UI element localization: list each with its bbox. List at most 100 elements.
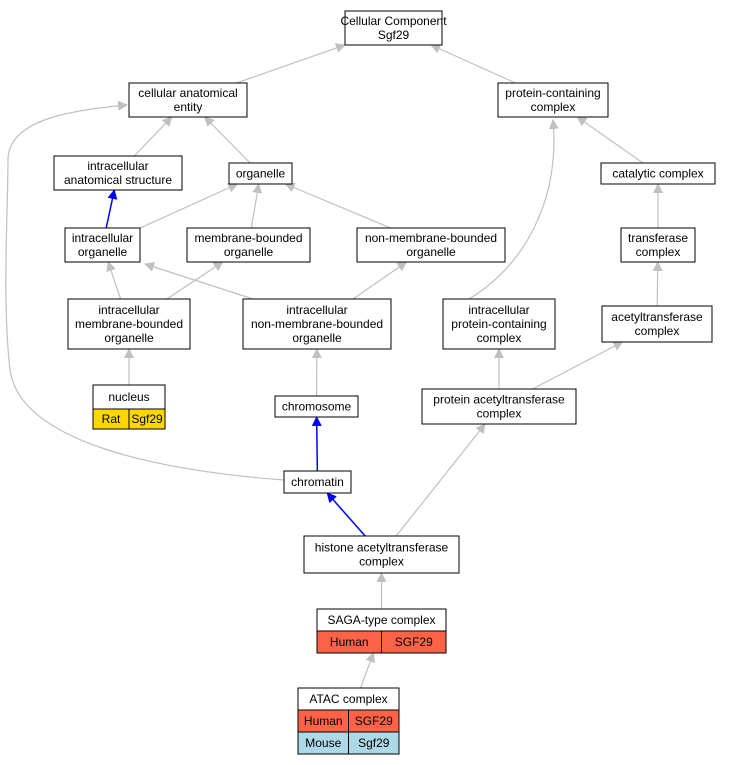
node-chrs[interactable]: chromosome (274, 395, 359, 418)
annotation-species: Rat (102, 412, 121, 426)
edge-ias-to-cae (133, 116, 173, 157)
node-label: histone acetyltransferase (315, 541, 449, 555)
node-label: cellular anatomical (138, 86, 237, 100)
edge-inmbo-to-nmbo (352, 261, 408, 300)
node-box (356, 227, 506, 263)
edge-chrt-to-chrs (311, 416, 322, 472)
node-label: organelle (406, 245, 456, 259)
annotation-gene: SGF29 (355, 714, 393, 728)
node-cat[interactable]: catalytic complex (600, 162, 716, 185)
annotation-gene: SGF29 (395, 635, 433, 649)
node-label: intracellular (468, 303, 529, 317)
node-label: non-membrane-bounded (365, 231, 497, 245)
node-box (442, 298, 556, 350)
node-box (283, 470, 352, 494)
node-label: protein-containing (505, 86, 600, 100)
node-inmbo[interactable]: intracellularnon-membrane-boundedorganel… (242, 298, 392, 350)
node-label: entity (174, 100, 203, 114)
node-label: transferase (628, 231, 688, 245)
node-label: organelle (78, 245, 128, 259)
node-box (303, 535, 460, 574)
node-label: complex (635, 324, 680, 338)
edge-inmbo-to-io (144, 262, 254, 300)
annotation-gene-cell (128, 408, 166, 430)
node-label: organelle (236, 167, 286, 181)
node-label: intracellular (286, 303, 347, 317)
node-chrt[interactable]: chromatin (283, 470, 352, 494)
edge-atac-to-saga (360, 652, 376, 689)
node-label: intracellular (72, 231, 133, 245)
edge-atc-to-tc (652, 261, 663, 307)
node-box (600, 162, 716, 185)
node-box (344, 10, 443, 46)
node-label: SAGA-type complex (327, 613, 435, 627)
node-box (497, 82, 609, 118)
edge-io-to-ias (105, 189, 118, 229)
edge-ipcc-to-pcc (468, 119, 559, 300)
annotation-species: Mouse (305, 736, 341, 750)
annotation-gene: Sgf29 (131, 412, 163, 426)
node-box (242, 298, 392, 350)
node-label: protein-containing (451, 317, 546, 331)
node-label: nucleus (108, 390, 149, 404)
node-label: complex (636, 245, 681, 259)
node-label: membrane-bounded (75, 317, 183, 331)
node-label: Cellular Component (340, 14, 447, 28)
node-label: ATAC complex (309, 692, 387, 706)
node-label: non-membrane-bounded (251, 317, 383, 331)
node-label: membrane-bounded (194, 231, 302, 245)
edge-mbo-to-org (250, 183, 263, 229)
node-label: catalytic complex (612, 167, 703, 181)
node-label: organelle (224, 245, 274, 259)
node-label: complex (531, 100, 576, 114)
annotation-gene-cell (348, 731, 400, 755)
annotation-gene-cell (381, 630, 447, 654)
node-label: acetyltransferase (611, 310, 703, 324)
node-label: chromosome (282, 400, 352, 414)
edge-hatc-to-chrt (326, 492, 366, 537)
node-box (274, 395, 359, 418)
node-label: Sgf29 (378, 28, 410, 42)
node-label: intracellular (87, 159, 148, 173)
node-label: complex (359, 555, 404, 569)
edge-io-to-org (139, 183, 239, 229)
node-box (128, 82, 248, 118)
node-label: complex (477, 331, 522, 345)
node-box (620, 227, 696, 263)
edge-chrt-to-cae (5, 100, 285, 481)
node-label: intracellular (98, 303, 159, 317)
node-label: organelle (104, 331, 154, 345)
node-label: protein acetyltransferase (433, 393, 565, 407)
node-box (601, 305, 713, 343)
node-label: complex (477, 407, 522, 421)
node-box (228, 162, 293, 185)
edge-org-to-cae (204, 116, 251, 164)
edge-cat-to-pcc (576, 116, 644, 164)
edge-cae-to-cc (236, 43, 346, 84)
node-org[interactable]: organelle (228, 162, 293, 185)
node-box (53, 155, 183, 191)
edge-layer (5, 43, 663, 689)
node-label: chromatin (291, 475, 344, 489)
edge-hatc-to-patc (395, 423, 486, 537)
node-label: anatomical structure (64, 173, 172, 187)
node-box (421, 388, 577, 425)
annotation-species: Human (330, 635, 369, 649)
